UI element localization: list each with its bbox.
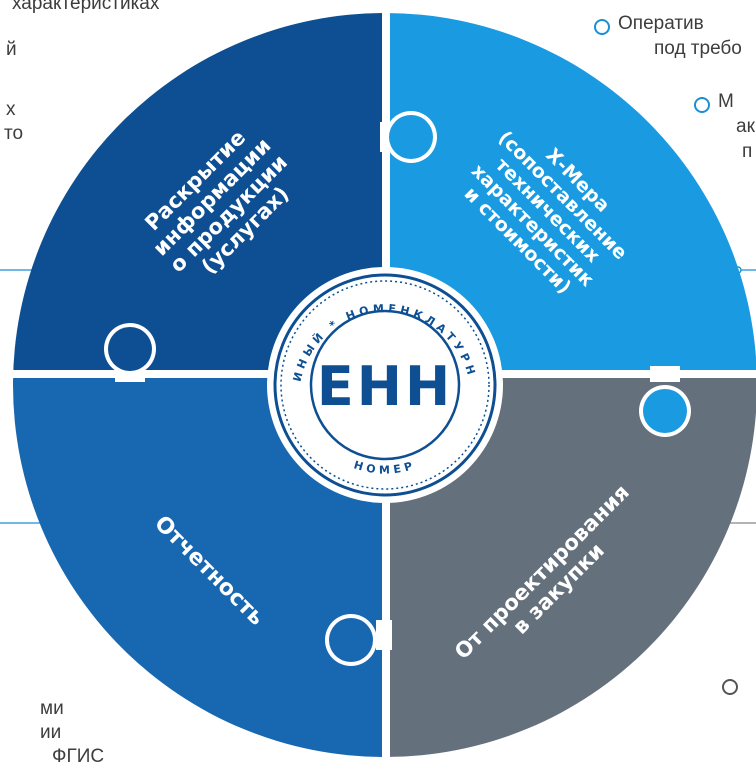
bullet-icon-top-right-1: [594, 19, 610, 35]
side-text-top-right-3: М: [718, 91, 734, 112]
side-text-bottom-left-3: ФГИС: [52, 746, 105, 767]
side-text-top-left-2: й: [6, 39, 17, 60]
svg-text:НОМЕР: НОМЕР: [352, 458, 418, 476]
side-text-bottom-left-2: ии: [40, 722, 62, 743]
side-text-top-right-2: под требо: [654, 38, 742, 59]
side-text-top-left-4: то: [4, 123, 24, 144]
puzzle-knob-top: [380, 111, 437, 163]
bullet-icon-bottom-right: [722, 679, 738, 695]
side-text-top-right-4: ак: [736, 116, 755, 137]
side-text-bottom-left-1: ми: [40, 698, 64, 719]
side-text-top-left-3: х: [6, 99, 16, 120]
logo-text: ЕНН: [317, 355, 453, 418]
side-text-top-right-5: п: [742, 141, 753, 162]
puzzle-knob-left: [104, 323, 156, 382]
puzzle-knob-bottom: [325, 614, 392, 666]
side-text-top-left-1: характеристиках: [12, 0, 160, 14]
bullet-icon-top-right-2: [694, 97, 710, 113]
puzzle-knob-right: [639, 366, 691, 437]
side-text-top-right-1: Оператив: [618, 13, 704, 34]
